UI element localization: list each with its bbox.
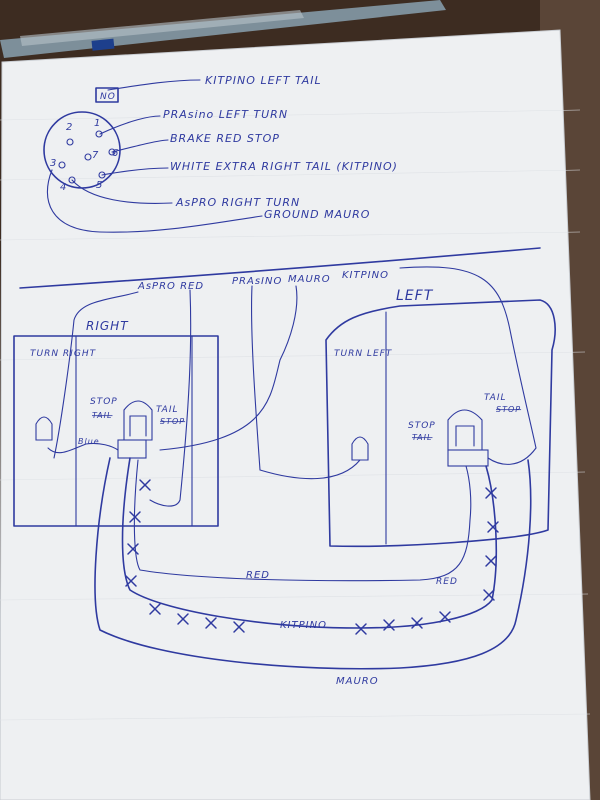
harness-red-label-2: RED: [436, 577, 458, 587]
left-turn-label: TURN LEFT: [334, 349, 393, 359]
right-light-unit: RIGHT TURN RIGHT STOP TAIL TAIL STOP Blu…: [13, 319, 219, 527]
right-stop-struck-label: STOP: [160, 417, 185, 426]
wire-harness-kitpino: [121, 457, 498, 629]
left-tail-struck-label: TAIL: [412, 433, 432, 442]
harness-labels: RED RED KITPINO MAURO: [246, 570, 458, 687]
legend-brake-red-stop: BRAKE RED STOP: [170, 132, 280, 145]
wire-mauro: [159, 285, 298, 451]
pin-1-label: 1: [94, 118, 101, 129]
pin-3-label: 3: [50, 158, 57, 169]
wire-harness-red: [133, 459, 472, 582]
legend-aspro-right-turn: AsPRO RIGHT TURN: [175, 196, 300, 209]
left-turn-bulb: [351, 436, 369, 461]
right-light-title: RIGHT: [86, 319, 129, 333]
left-tail-bulb: [447, 409, 483, 451]
left-tail-label: TAIL: [484, 393, 507, 403]
wire-labels-top: AsPRO RED PRAsINO MAURO KITPINO: [137, 270, 389, 292]
legend-ground-mauro: GROUND MAURO: [264, 208, 370, 221]
connector-tag-box: [95, 87, 119, 103]
wire-red-drop: [149, 289, 192, 507]
wire-harness-mauro: [94, 457, 532, 670]
pin-legend: KITPINO LEFT TAIL PRAsino LEFT TURN BRAK…: [163, 74, 398, 221]
right-tail-bulb: [123, 400, 153, 441]
pin-2-label: 2: [66, 122, 73, 133]
right-turn-bulb: [35, 416, 53, 441]
pin-5-label: 5: [96, 180, 103, 191]
legend-white-extra-right-tail: WHITE EXTRA RIGHT TAIL (KITPINO): [170, 160, 398, 173]
wire-kitpino: [399, 266, 537, 465]
left-stop-struck-label: STOP: [496, 405, 521, 414]
left-stop-label: STOP: [408, 421, 436, 431]
wire-aspro: [53, 291, 139, 459]
pin-4-label: 4: [60, 182, 67, 193]
legend-prasino-left-turn: PRAsino LEFT TURN: [163, 108, 288, 121]
left-light-title: LEFT: [396, 288, 434, 304]
label-kitpino: KITPINO: [342, 270, 389, 281]
divider-line: [19, 247, 541, 289]
paper-sheet: [0, 30, 590, 800]
right-tail-struck-label: TAIL: [92, 411, 112, 420]
right-bulb-socket: [117, 439, 147, 459]
right-stop-label: STOP: [90, 397, 118, 407]
wiring: [47, 266, 537, 670]
connector-diagram: NO 2 1 3 7 6 4 5: [43, 79, 263, 233]
harness-mauro-label: MAURO: [336, 676, 379, 687]
wire-prasino: [251, 285, 361, 480]
label-prasino: PRAsINO: [232, 276, 282, 287]
right-tail-label: TAIL: [156, 405, 179, 415]
left-light-outer-box: [325, 299, 556, 548]
legend-kitpino-left-tail: KITPINO LEFT TAIL: [205, 74, 322, 87]
left-light-unit: LEFT TURN LEFT STOP TAIL TAIL STOP: [325, 288, 556, 548]
right-blue-label: Blue: [78, 437, 100, 446]
harness-kitpino-label: KITPINO: [280, 620, 327, 631]
connector-tag: NO: [100, 92, 116, 102]
kitpino-x-marks: [125, 479, 499, 635]
pen: [0, 0, 446, 58]
harness-red-label-1: RED: [246, 570, 270, 581]
right-turn-label: TURN RIGHT: [30, 349, 97, 359]
label-mauro: MAURO: [288, 274, 331, 285]
right-light-outer-box: [13, 335, 219, 527]
pin-7-label: 7: [92, 150, 99, 161]
label-aspro-red: AsPRO RED: [137, 281, 204, 292]
